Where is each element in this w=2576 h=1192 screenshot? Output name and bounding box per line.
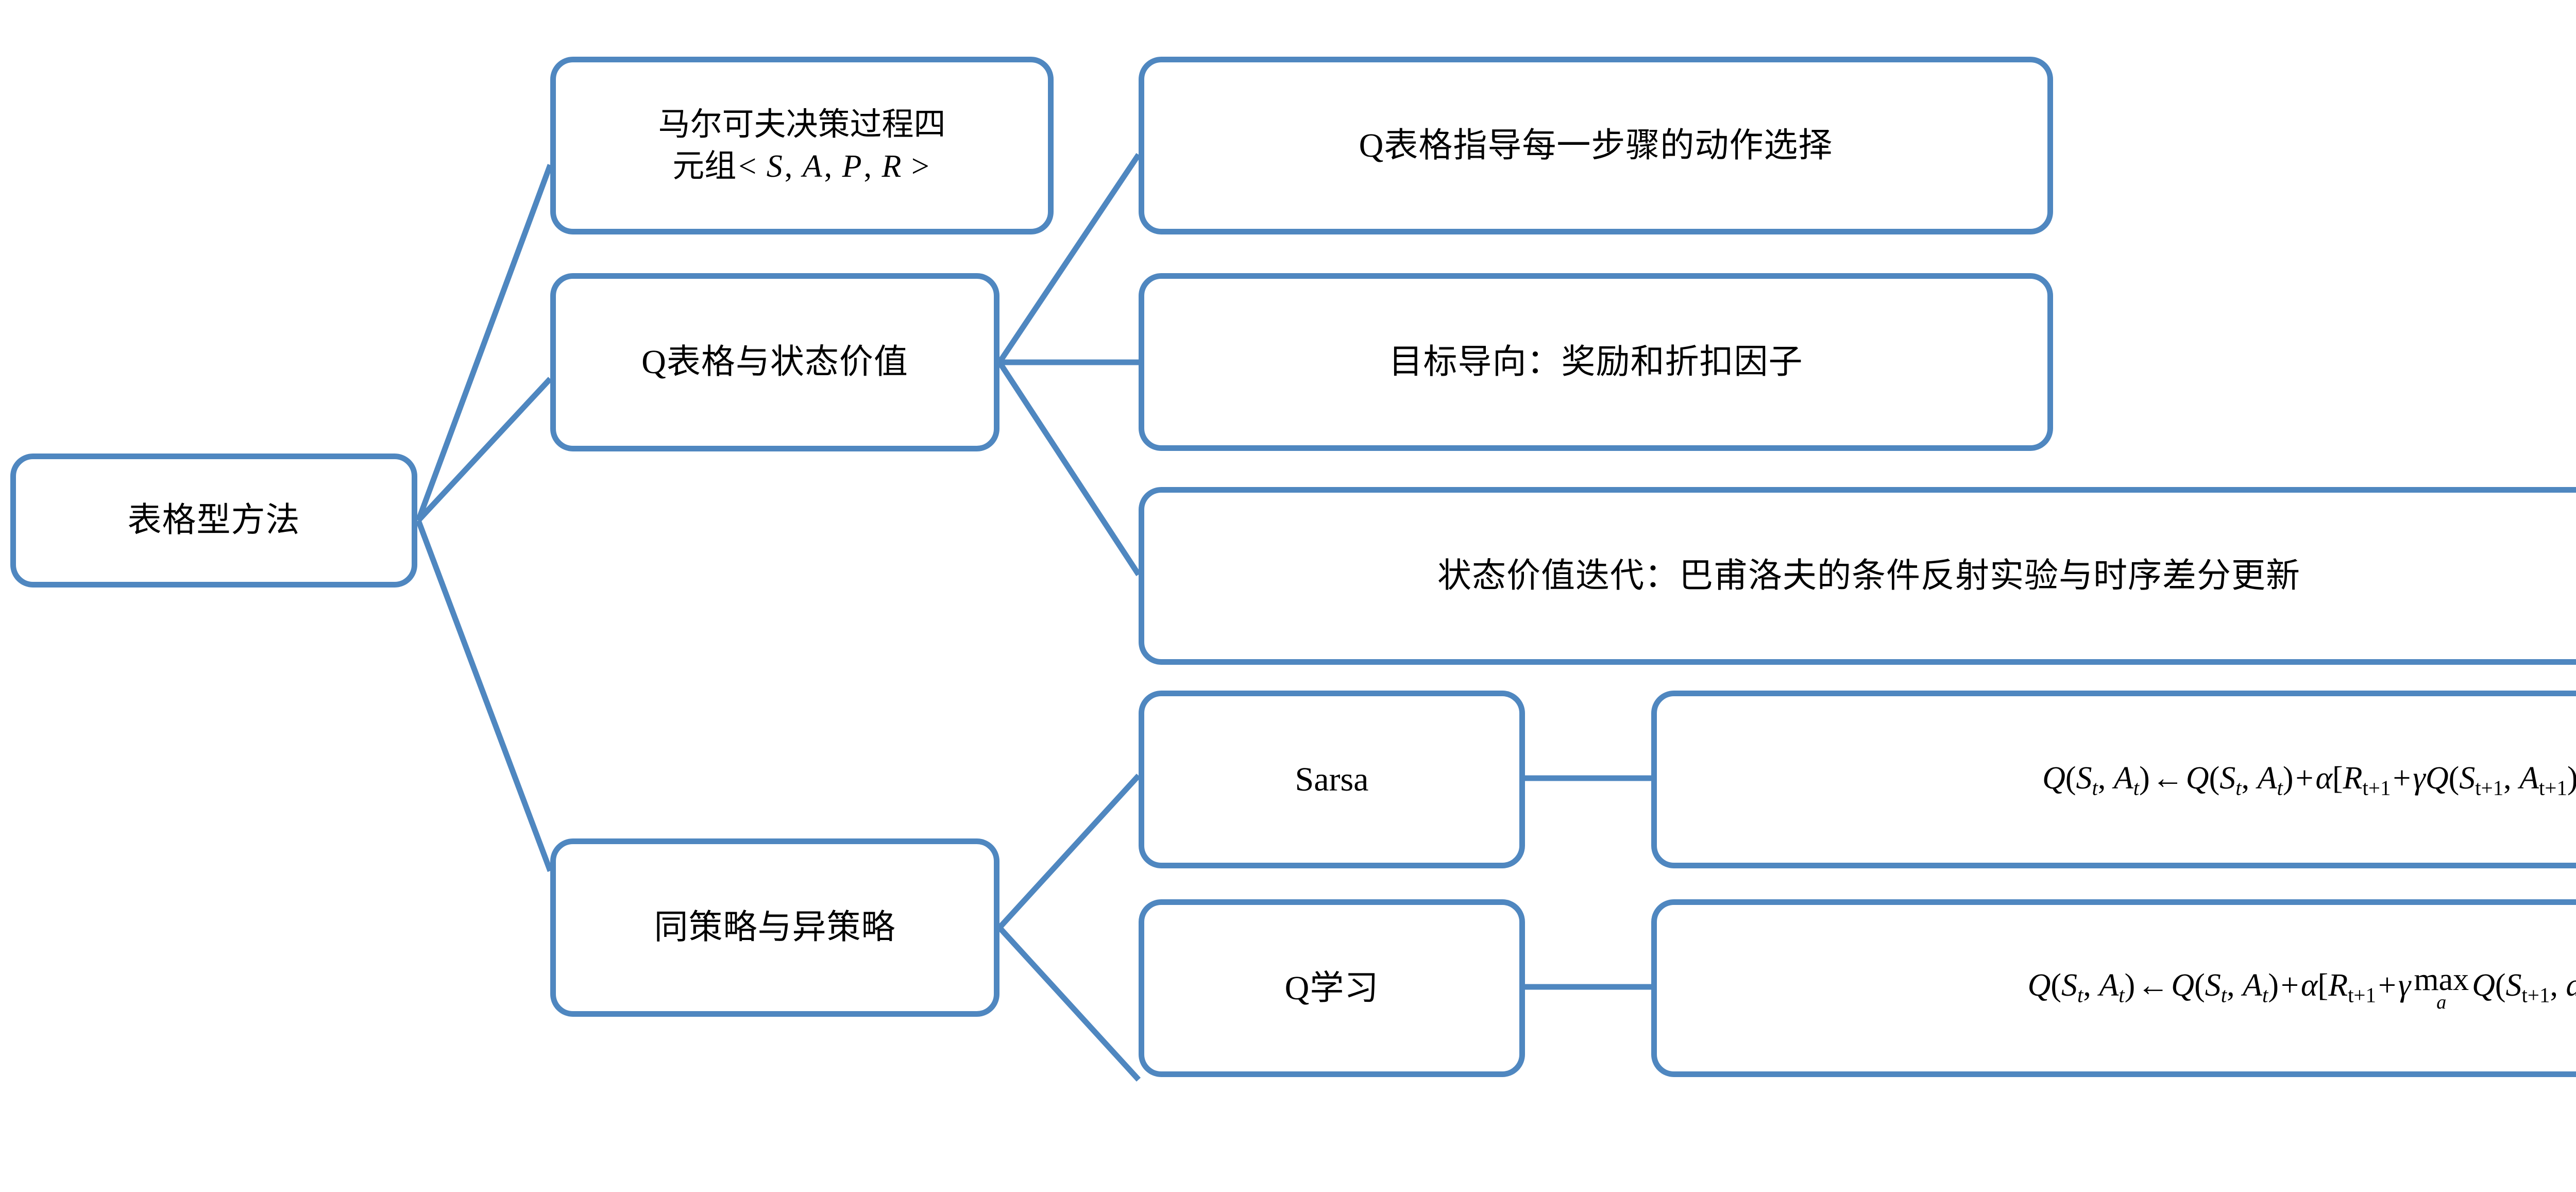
link-root-to-qtable — [416, 377, 553, 523]
link-qtable-to-c3 — [997, 360, 1141, 577]
node-mdp-tuple-label: 马尔可夫决策过程四 元组< S, A, P, R > — [556, 104, 1048, 187]
node-root[interactable]: 表格型方法 — [10, 454, 417, 587]
node-q-table-value-label: Q表格与状态价值 — [641, 343, 908, 381]
node-sarsa[interactable]: Sarsa — [1139, 691, 1525, 868]
node-sarsa-formula-text: Q(St, At)←Q(St, At)+α[Rt+1+γQ(St+1, At+1… — [2042, 760, 2576, 800]
node-root-label: 表格型方法 — [127, 501, 300, 540]
link-policy-to-qlearning — [997, 926, 1141, 1082]
node-on-off-policy[interactable]: 同策略与异策略 — [550, 838, 999, 1017]
node-mdp-tuple[interactable]: 马尔可夫决策过程四 元组< S, A, P, R > — [550, 57, 1054, 234]
link-policy-to-sarsa — [997, 774, 1141, 930]
node-q-learning-label: Q学习 — [1284, 969, 1379, 1007]
link-root-to-mdp — [415, 164, 553, 522]
mdp-line-1: 马尔可夫决策过程四 — [658, 107, 946, 142]
node-q-table-guides-action-label: Q表格指导每一步骤的动作选择 — [1359, 126, 1833, 164]
node-q-table-guides-action[interactable]: Q表格指导每一步骤的动作选择 — [1139, 57, 2053, 234]
link-root-to-policy — [415, 519, 553, 872]
node-state-value-iteration-label: 状态价值迭代：巴甫洛夫的条件反射实验与时序差分更新 — [1437, 557, 2300, 595]
node-q-learning[interactable]: Q学习 — [1139, 899, 1525, 1077]
node-on-off-policy-label: 同策略与异策略 — [654, 909, 896, 947]
node-q-table-value[interactable]: Q表格与状态价值 — [550, 273, 999, 451]
node-sarsa-formula[interactable]: Q(St, At)←Q(St, At)+α[Rt+1+γQ(St+1, At+1… — [1651, 691, 2576, 868]
node-sarsa-label: Sarsa — [1295, 760, 1369, 798]
node-goal-oriented-reward-discount-label: 目标导向：奖励和折扣因子 — [1388, 343, 1803, 381]
mdp-tuple-math: < S, A, P, R > — [738, 148, 929, 184]
node-goal-oriented-reward-discount[interactable]: 目标导向：奖励和折扣因子 — [1139, 273, 2053, 451]
node-state-value-iteration[interactable]: 状态价值迭代：巴甫洛夫的条件反射实验与时序差分更新 — [1139, 487, 2576, 665]
mdp-line-2-prefix: 元组 — [672, 148, 737, 184]
